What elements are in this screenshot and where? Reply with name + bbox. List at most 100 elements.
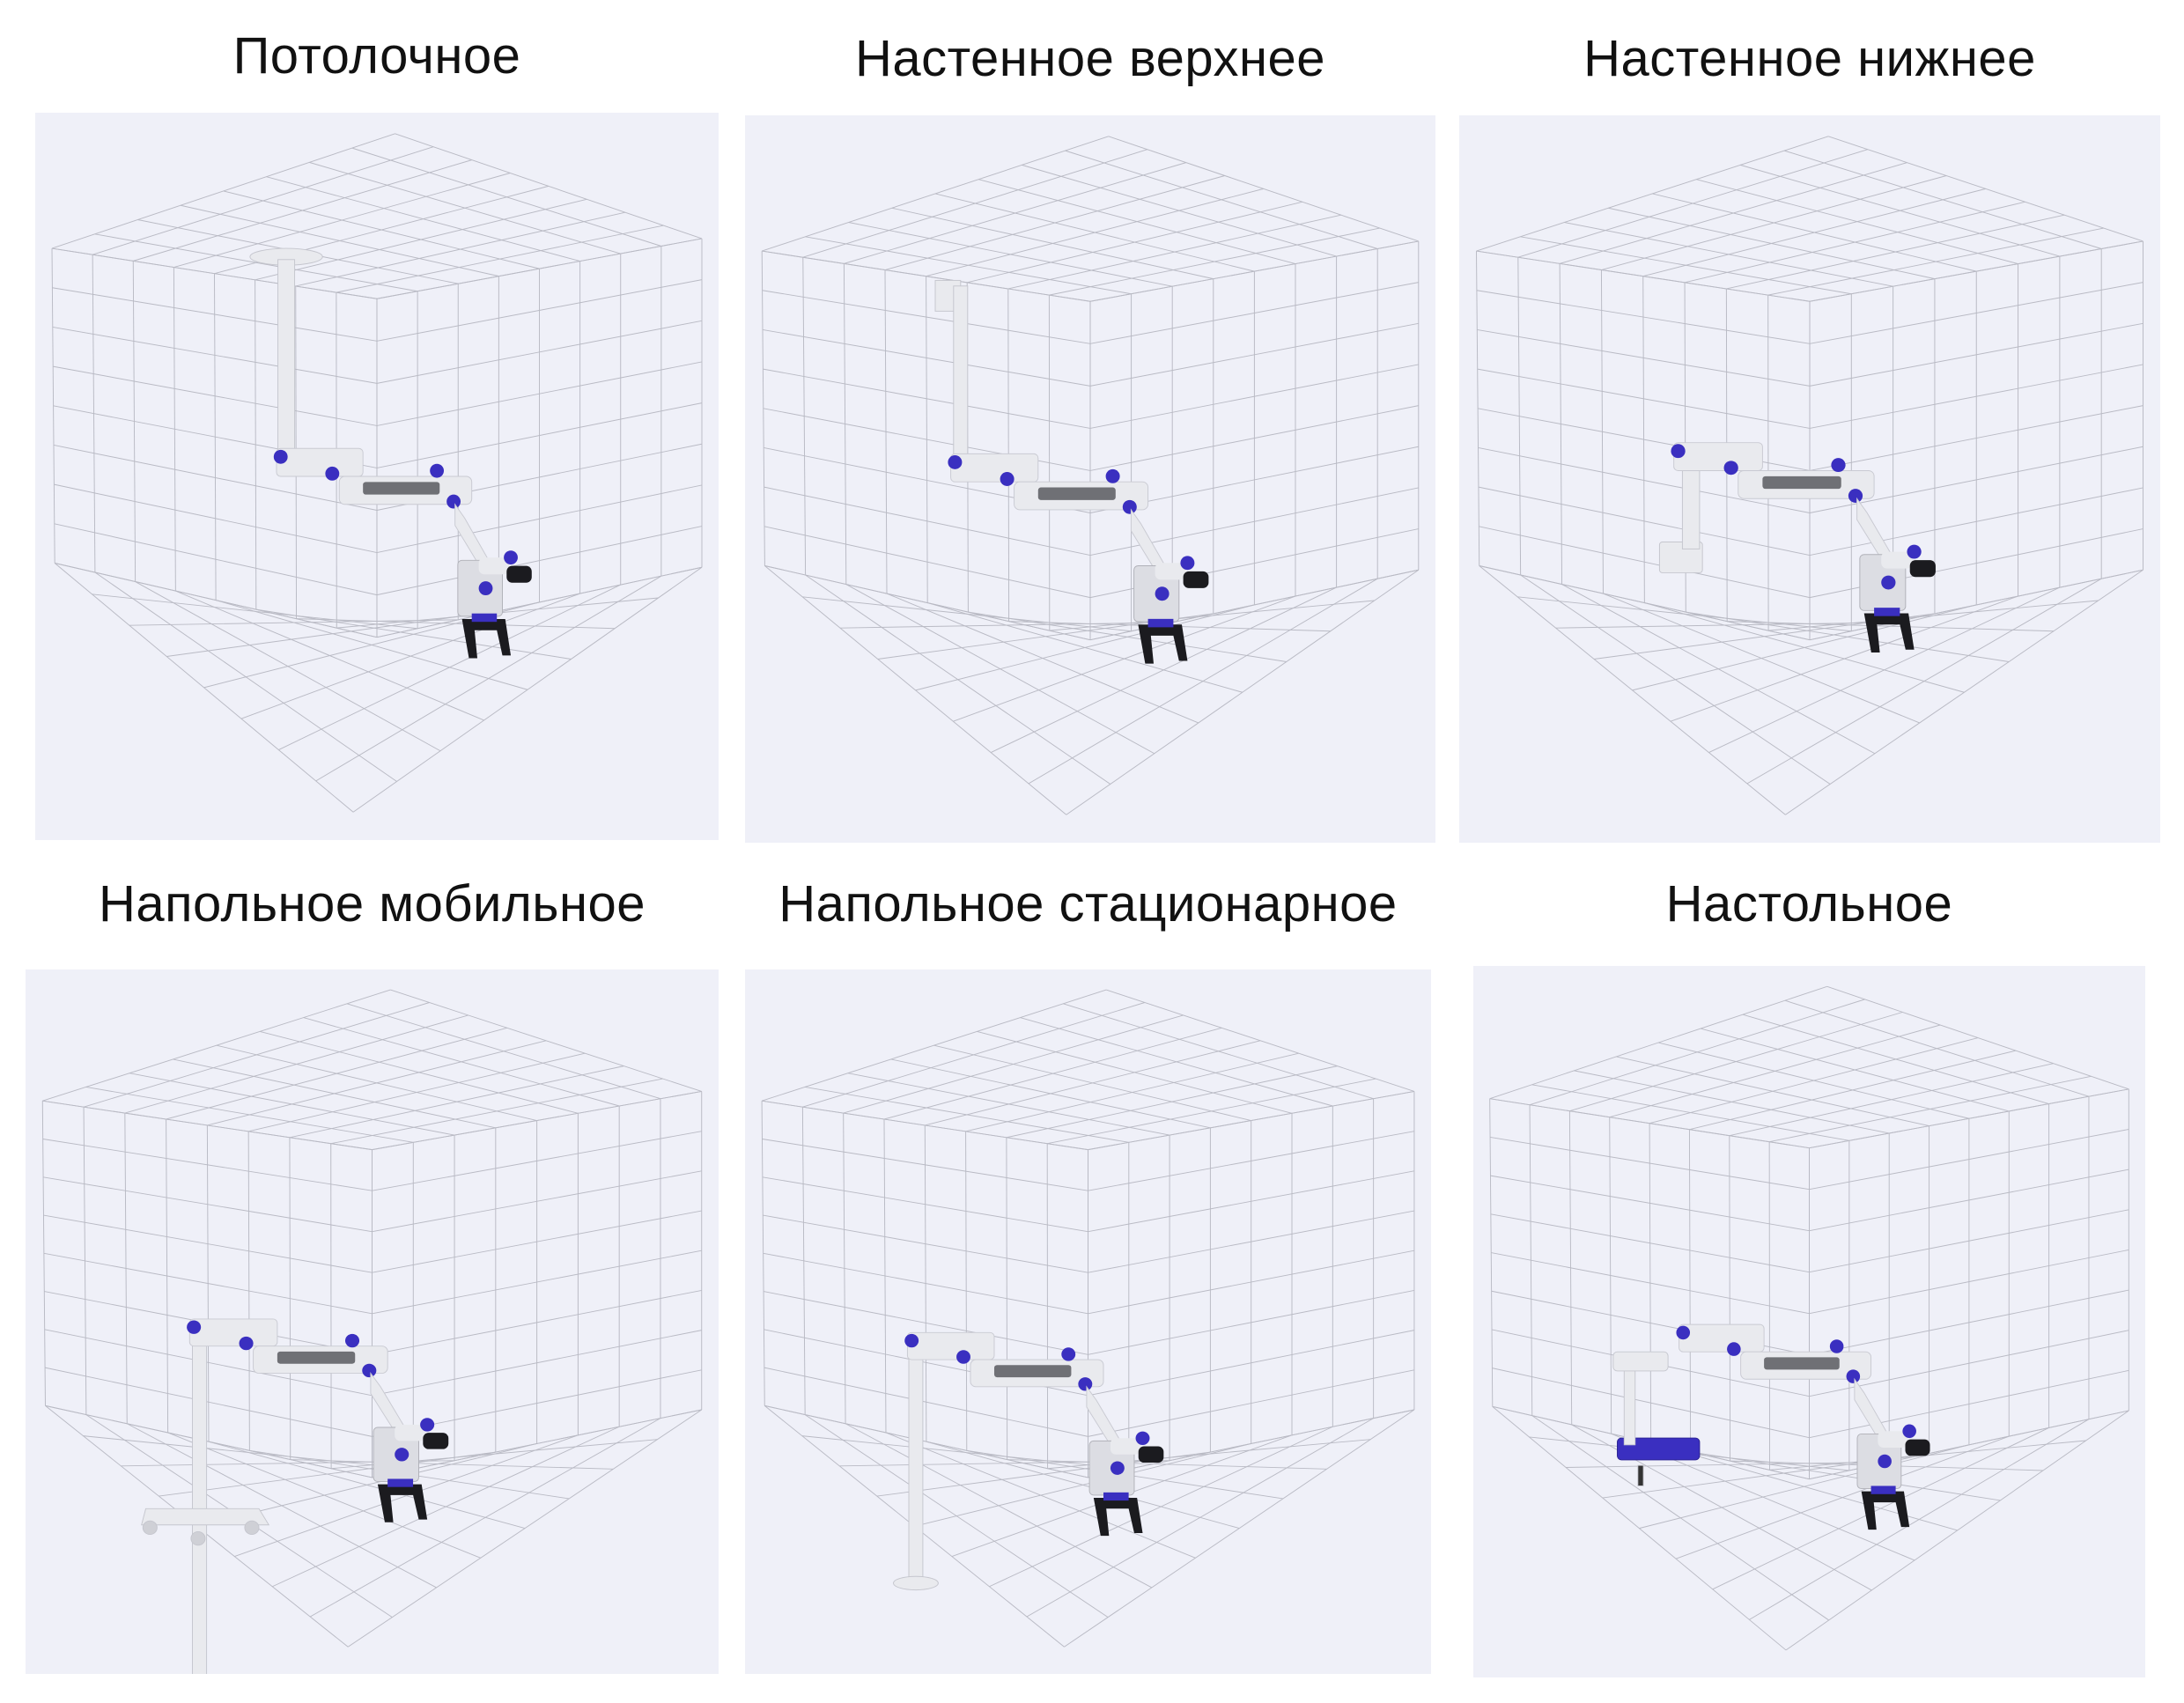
grid-line [1809,1330,2129,1397]
grid-line [240,593,580,719]
arm-segment-1 [950,453,1039,483]
eyepiece [506,565,532,583]
mobile-base [141,1508,270,1526]
grid-line [1686,611,2010,662]
handles [1138,624,1188,664]
grid-line [1491,1252,1810,1315]
grid-line [1047,1078,1376,1145]
grid-line [54,523,378,596]
grid-line [764,486,1091,557]
grid-line [1768,600,2099,631]
grid-line [967,201,1302,284]
grid-line [1684,201,2025,284]
arm-panel [363,482,440,495]
grid-line [1809,487,2143,557]
grid-line [965,1131,968,1451]
grid-line [1489,1098,1494,1407]
grid-line [1089,405,1419,471]
grid-line [1809,1369,2129,1439]
knob-icon [1105,468,1120,483]
grid-line [1026,1418,1374,1618]
optics-tube [478,557,510,575]
grid-line [763,1252,1088,1315]
grid-line [372,1091,702,1151]
grid-line [1712,1427,2049,1590]
grid-cube-illustration [51,133,703,813]
grid-line [805,236,1132,295]
grid-line [376,566,703,638]
grid-line [1028,578,1378,785]
grid-line [1809,1249,2129,1315]
optics-tube [1881,551,1913,569]
grid-line [1708,586,2061,753]
knob-icon [1723,461,1738,476]
grid-line [216,1044,537,1121]
knob-icon [904,1333,919,1348]
grid-line [278,584,621,750]
grid-line [1632,604,1977,691]
knob-icon [1878,1454,1892,1469]
grid-line [372,1250,702,1315]
grid-line [1769,1075,2092,1143]
knob-icon [1902,1424,1916,1439]
grid-line [1492,1368,1810,1439]
knob-icon [1676,1325,1691,1340]
knob-icon [1180,556,1195,571]
handles [1863,613,1915,652]
knob-icon [395,1448,410,1462]
grid-line [761,251,765,566]
grid-line [255,198,587,281]
grid-line [1785,569,2143,815]
grid-line [247,1131,250,1451]
grid-line [372,1409,702,1478]
knob-icon [1122,499,1137,514]
grid-line [989,1426,1333,1588]
grid-line [1574,1070,1890,1134]
panel-table [1473,966,2145,1677]
grid-line [1531,1084,1849,1141]
grid-line [848,222,1173,287]
panel-floor-mobile [26,969,719,1674]
knob-icon [239,1336,254,1351]
grid-line [1688,1129,1692,1452]
grid-line [1007,214,1341,290]
arm-panel [993,1365,1072,1378]
grid-line [1767,227,2104,296]
handle-accent [387,1478,414,1487]
ceiling-pole [277,259,296,456]
grid-line [1749,1419,2090,1620]
handle-accent [1147,618,1174,628]
grid-line [891,207,1214,280]
grid-line [352,566,703,813]
grid-line [45,1404,373,1478]
grid-line [1729,1063,2054,1137]
grid-line [847,1073,1170,1136]
handle-accent [1870,1486,1896,1494]
grid-line [1652,193,1977,272]
grid-line [764,565,1067,815]
stand-pole [908,1341,924,1580]
knob-icon [956,1350,970,1364]
grid-cube-illustration [761,989,1415,1648]
knob-icon [1061,1347,1076,1361]
grid-line [376,526,703,596]
grid-line [54,483,378,554]
handles [1093,1498,1143,1537]
arm-segment-1 [188,1318,278,1347]
grid-line [43,1252,373,1315]
knob-icon [446,494,461,509]
optics-tube [1878,1431,1908,1448]
grid-line [1727,621,2054,632]
arm-panel [1764,1357,1840,1370]
eyepiece [1138,1446,1164,1463]
grid-line [762,250,1091,302]
grid-line [290,1459,614,1470]
grid-line [990,586,1337,753]
handles [1861,1491,1910,1530]
grid-line [1827,136,2143,242]
grid-line [1726,214,2065,290]
grid-line [42,989,391,1102]
knob-icon [1671,444,1686,459]
grid-line [915,604,1255,691]
clamp-screw [1637,1464,1644,1486]
